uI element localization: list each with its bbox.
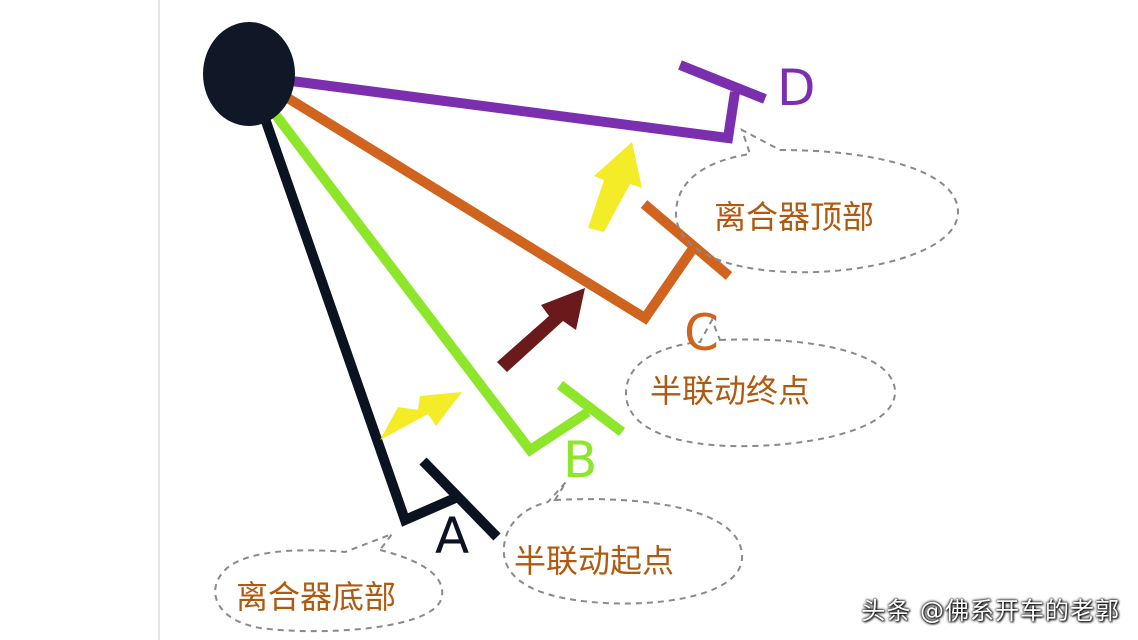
caption-semi-end: 半联动终点 xyxy=(650,372,810,410)
label-c: C xyxy=(684,304,719,362)
position-a-line xyxy=(257,108,501,541)
caption-semi-start: 半联动起点 xyxy=(514,542,674,580)
yellow-arrow-bottom xyxy=(380,392,462,440)
position-b-line xyxy=(268,106,626,457)
label-a: A xyxy=(435,507,469,565)
watermark: 头条 @佛系开车的老郭 xyxy=(861,597,1120,625)
bubble-semi-start xyxy=(502,481,744,605)
pivot-circle xyxy=(203,22,295,126)
bubble-clutch-top xyxy=(674,127,960,274)
bubble-clutch-bottom xyxy=(214,531,444,633)
position-d-line xyxy=(283,60,767,144)
position-c-line xyxy=(275,87,733,325)
label-d: D xyxy=(777,59,816,117)
dark-red-arrow xyxy=(497,288,585,372)
yellow-arrow-top xyxy=(588,142,642,232)
label-b: B xyxy=(563,431,597,489)
page-left-border xyxy=(158,0,160,640)
caption-clutch-top: 离合器顶部 xyxy=(714,198,874,236)
caption-clutch-bottom: 离合器底部 xyxy=(236,578,396,616)
